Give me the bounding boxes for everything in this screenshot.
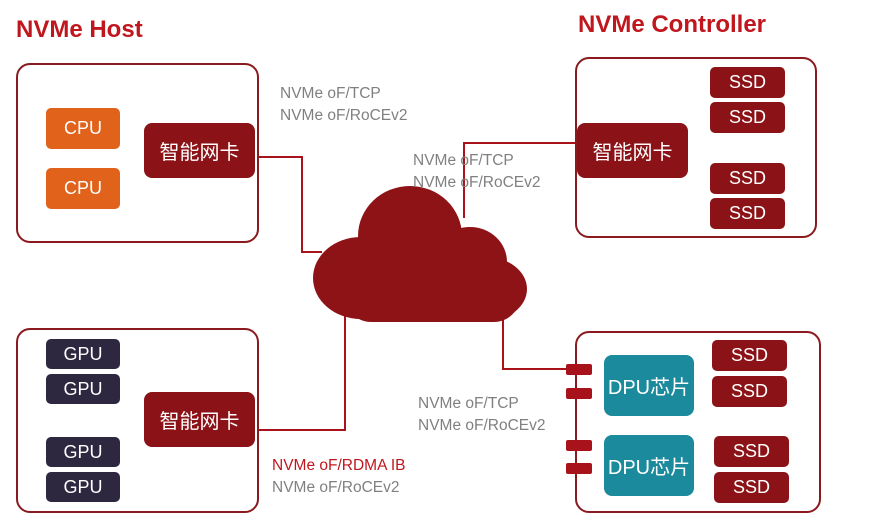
gpu-chip: GPU bbox=[46, 437, 120, 467]
network-port bbox=[566, 388, 592, 399]
protocol-line: NVMe oF/RoCEv2 bbox=[418, 417, 546, 434]
ssd-chip: SSD bbox=[710, 102, 785, 133]
protocol-label-controller-bottom: NVMe oF/TCP NVMe oF/RoCEv2 bbox=[418, 393, 545, 437]
smart-nic: 智能网卡 bbox=[144, 123, 255, 178]
controller-title: NVMe Controller bbox=[578, 11, 767, 38]
gpu-chip: GPU bbox=[46, 374, 120, 404]
gpu-chip: GPU bbox=[46, 339, 120, 369]
host-title: NVMe Host bbox=[16, 16, 143, 43]
network-port bbox=[566, 364, 592, 375]
protocol-line: NVMe oF/TCP bbox=[418, 395, 519, 412]
ssd-chip: SSD bbox=[710, 163, 785, 194]
dpu-chip: DPU芯片 bbox=[604, 435, 694, 496]
protocol-line-highlighted: NVMe oF/RDMA IB bbox=[272, 457, 406, 474]
network-cloud bbox=[313, 186, 527, 322]
network-port bbox=[566, 463, 592, 474]
ssd-chip: SSD bbox=[710, 198, 785, 229]
network-port bbox=[566, 440, 592, 451]
protocol-line: NVMe oF/RoCEv2 bbox=[280, 107, 408, 124]
protocol-label-host-top: NVMe oF/TCP NVMe oF/RoCEv2 bbox=[280, 83, 407, 127]
ssd-chip: SSD bbox=[712, 340, 787, 371]
link-host-top-to-cloud bbox=[256, 156, 322, 253]
gpu-chip: GPU bbox=[46, 472, 120, 502]
smart-nic: 智能网卡 bbox=[144, 392, 255, 447]
dpu-chip: DPU芯片 bbox=[604, 355, 694, 416]
smart-nic: 智能网卡 bbox=[577, 123, 688, 178]
protocol-label-host-bottom: NVMe oF/RDMA IB NVMe oF/RoCEv2 bbox=[272, 455, 406, 499]
protocol-line: NVMe oF/TCP bbox=[280, 85, 381, 102]
protocol-line: NVMe oF/RoCEv2 bbox=[272, 479, 400, 496]
protocol-label-controller-top: NVMe oF/TCP NVMe oF/RoCEv2 bbox=[413, 150, 540, 194]
ssd-chip: SSD bbox=[712, 376, 787, 407]
protocol-line: NVMe oF/RoCEv2 bbox=[413, 174, 541, 191]
cpu-chip: CPU bbox=[46, 108, 120, 149]
link-host-bottom-to-cloud bbox=[256, 315, 346, 431]
protocol-line: NVMe oF/TCP bbox=[413, 152, 514, 169]
cpu-chip: CPU bbox=[46, 168, 120, 209]
ssd-chip: SSD bbox=[714, 436, 789, 467]
link-cloud-to-ctrl-bottom bbox=[502, 318, 569, 370]
ssd-chip: SSD bbox=[710, 67, 785, 98]
ssd-chip: SSD bbox=[714, 472, 789, 503]
